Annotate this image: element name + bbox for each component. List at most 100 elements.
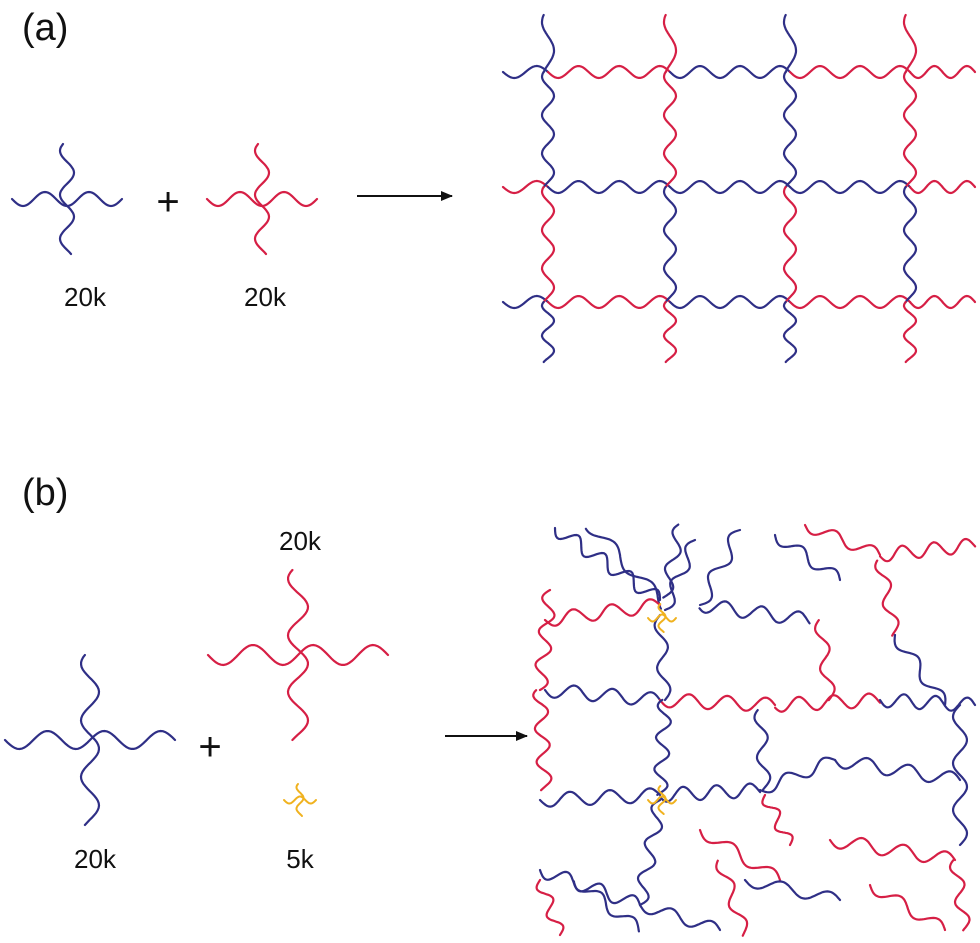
network-strand — [668, 294, 792, 310]
network-strand — [546, 179, 672, 195]
network-strand — [948, 859, 971, 932]
star-arm-horizontal — [3, 729, 177, 751]
network-strand — [698, 600, 811, 625]
network-strand — [902, 13, 918, 74]
panel-a-red-star-polymer-icon — [205, 142, 319, 256]
network-strand — [501, 179, 550, 195]
network-strand — [653, 698, 672, 796]
network-strand — [662, 523, 682, 599]
star-arm-vertical — [253, 142, 271, 256]
network-strand — [540, 185, 556, 304]
network-strand — [902, 70, 918, 189]
network-strand — [532, 689, 553, 792]
network-strand — [743, 878, 842, 902]
network-strand — [538, 868, 642, 907]
network-strand — [788, 179, 912, 195]
network-strand — [813, 619, 836, 702]
network-strand — [828, 836, 957, 864]
panel-a-label: (a) — [22, 7, 68, 49]
network-strand — [538, 787, 662, 808]
network-strand — [782, 300, 798, 364]
crosslinker-strand — [657, 603, 667, 633]
network-strand — [540, 70, 556, 189]
network-strand — [543, 684, 662, 706]
panel-b-plus-sign: + — [198, 725, 221, 769]
panel-b-polymer-network-icon — [532, 523, 977, 937]
star-arm-horizontal — [206, 643, 390, 667]
network-strand — [663, 538, 697, 612]
network-strand — [868, 883, 947, 932]
network-strand — [653, 613, 672, 702]
panel-b-yellow-mw-label: 5k — [286, 844, 314, 874]
crosslinker-strand — [657, 785, 667, 815]
network-strand — [951, 703, 969, 847]
network-strand — [879, 537, 977, 563]
star-arm-vertical — [58, 142, 76, 256]
crosslinker-strand — [647, 795, 677, 805]
network-strand — [662, 13, 678, 74]
panel-b-label: (b) — [22, 472, 68, 514]
network-strand — [773, 533, 842, 582]
star-arm-horizontal — [205, 190, 319, 208]
panel-a-red-mw-label: 20k — [244, 282, 287, 312]
network-strand — [874, 559, 900, 637]
network-strand — [761, 793, 794, 847]
network-strand — [668, 179, 792, 195]
network-strand — [753, 709, 772, 792]
network-strand — [540, 300, 556, 364]
network-strand — [638, 903, 722, 932]
panel-b-blue-mw-label: 20k — [74, 844, 117, 874]
network-strand — [584, 527, 662, 610]
star-arm-vertical — [286, 568, 310, 742]
network-strand — [782, 70, 798, 189]
network-strand — [540, 13, 556, 74]
star-arm-vertical — [79, 653, 101, 827]
network-strand — [662, 70, 678, 189]
network-strand — [546, 294, 672, 310]
panel-b-red-mw-label: 20k — [279, 526, 322, 556]
network-strand — [774, 692, 882, 713]
network-strand — [668, 64, 792, 80]
network-strand — [908, 64, 977, 80]
panel-a-blue-star-polymer-icon — [10, 142, 124, 256]
panel-b-blue-star-polymer-icon — [3, 653, 177, 827]
network-strand — [546, 64, 672, 80]
network-strand — [698, 528, 742, 607]
network-strand — [698, 828, 782, 882]
network-strand — [758, 756, 837, 794]
network-strand — [803, 523, 882, 557]
network-strand — [782, 185, 798, 304]
crosslinker-strand — [647, 613, 677, 623]
panel-a-blue-mw-label: 20k — [64, 282, 107, 312]
star-arm-horizontal — [283, 795, 317, 805]
network-strand — [501, 294, 550, 310]
panel-a-plus-sign: + — [156, 180, 179, 224]
network-strand — [636, 798, 664, 907]
network-strand — [715, 859, 749, 937]
star-arm-vertical — [295, 783, 305, 817]
panel-b-yellow-star-polymer-icon — [283, 783, 317, 817]
network-strand — [833, 756, 962, 784]
network-strand — [543, 598, 662, 627]
panel-b-red-star-polymer-icon — [206, 568, 390, 742]
network-strand — [908, 179, 977, 195]
network-strand — [662, 185, 678, 304]
network-strand — [788, 294, 912, 310]
panel-b: (b) + 20k 20k 5k — [3, 472, 977, 937]
network-strand — [501, 64, 550, 80]
network-strand — [535, 878, 565, 937]
panel-a-polymer-network-icon — [501, 13, 977, 364]
network-strand — [788, 64, 912, 80]
panel-a: (a) + 20k 20k — [10, 7, 977, 364]
network-strand — [902, 300, 918, 364]
network-strand — [659, 782, 762, 803]
network-strand — [658, 693, 777, 712]
network-strand — [662, 300, 678, 364]
network-strand — [902, 185, 918, 304]
network-strand — [908, 294, 977, 310]
network-strand — [878, 693, 977, 712]
network-strand — [782, 13, 798, 74]
network-strand — [553, 526, 662, 602]
network-strand — [572, 880, 640, 933]
